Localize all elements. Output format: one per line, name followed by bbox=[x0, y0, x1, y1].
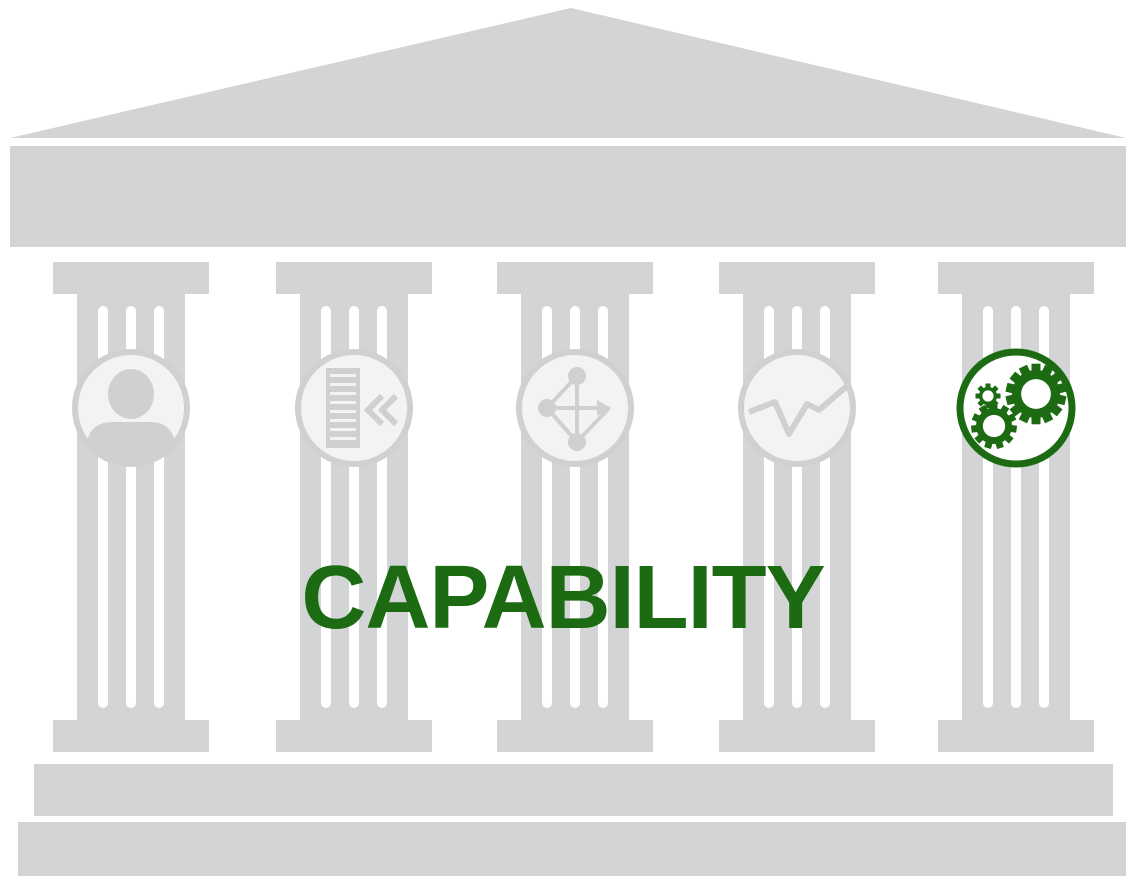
person-icon bbox=[72, 349, 190, 467]
pillar-capital bbox=[938, 262, 1094, 294]
temple-roof bbox=[10, 8, 1126, 138]
temple-entablature bbox=[10, 146, 1126, 247]
pillar-capital bbox=[53, 262, 209, 294]
gears-icon bbox=[956, 348, 1076, 468]
pillar bbox=[719, 262, 875, 752]
pillar-capital bbox=[276, 262, 432, 294]
pillar bbox=[276, 262, 432, 752]
pillar bbox=[497, 262, 653, 752]
pillar-plinth bbox=[719, 720, 875, 752]
pillar-capital bbox=[719, 262, 875, 294]
pillar bbox=[938, 262, 1094, 752]
pillar-capital bbox=[497, 262, 653, 294]
pillar bbox=[53, 262, 209, 752]
pillar-plinth bbox=[497, 720, 653, 752]
pillar-plinth bbox=[938, 720, 1094, 752]
temple-upper-step bbox=[34, 764, 1113, 816]
pillar-plinth bbox=[276, 720, 432, 752]
temple-base-step bbox=[18, 822, 1126, 876]
capability-label: CAPABILITY bbox=[301, 548, 825, 648]
document-arrow-icon bbox=[295, 349, 413, 467]
pillar-plinth bbox=[53, 720, 209, 752]
trend-line-icon bbox=[738, 349, 856, 467]
network-nodes-icon bbox=[516, 349, 634, 467]
